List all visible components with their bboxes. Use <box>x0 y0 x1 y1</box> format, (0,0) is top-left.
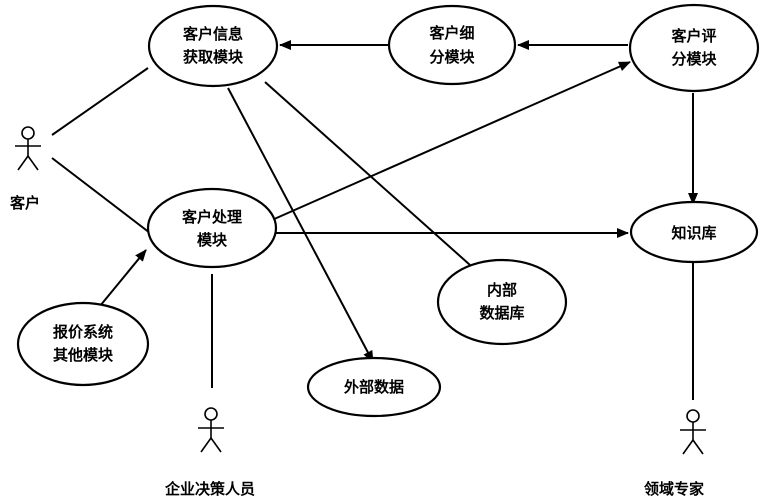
node-customer-process[interactable]: 客户处理 模块 <box>146 187 278 269</box>
node-external-data[interactable]: 外部数据 <box>306 356 442 418</box>
arrow-process-to-eval <box>271 61 631 221</box>
node-customer-info-line1: 客户信息 <box>182 25 243 43</box>
actor-customer-figure-icon <box>15 126 41 171</box>
node-quote-system-line1: 报价系统 <box>53 323 113 341</box>
node-customer-process-line2: 模块 <box>197 231 228 249</box>
line-customer-to-info <box>51 67 149 136</box>
node-customer-eval[interactable]: 客户评 分模块 <box>628 3 760 93</box>
arrow-info-to-external <box>227 87 374 363</box>
node-quote-system-line2: 其他模块 <box>53 346 114 364</box>
actor-domain-expert-figure-icon <box>680 409 706 455</box>
node-customer-process-line1: 客户处理 <box>181 208 242 226</box>
actor-domain-expert-label: 领域专家 <box>643 480 704 498</box>
connectors <box>51 40 698 400</box>
actor-domain-expert[interactable]: 领域专家 <box>643 409 706 498</box>
node-knowledge-base[interactable]: 知识库 <box>629 200 759 264</box>
actor-customer-label: 客户 <box>9 194 40 212</box>
node-customer-info[interactable]: 客户信息 获取模块 <box>147 4 279 88</box>
node-knowledge-base-label: 知识库 <box>671 224 716 242</box>
node-customer-info-line2: 获取模块 <box>183 48 244 66</box>
line-info-to-internal-db <box>264 81 471 266</box>
node-customer-segment[interactable]: 客户细 分模块 <box>387 4 517 86</box>
actor-decision-maker-figure-icon <box>198 407 224 453</box>
node-quote-system[interactable]: 报价系统 其他模块 <box>16 301 150 387</box>
node-internal-db[interactable]: 内部 数据库 <box>436 258 568 346</box>
actor-decision-maker-label: 企业决策人员 <box>164 480 255 498</box>
actor-decision-maker[interactable]: 企业决策人员 <box>164 407 255 498</box>
arrow-quote-to-process <box>99 249 147 307</box>
node-customer-eval-line2: 分模块 <box>671 50 717 68</box>
node-customer-segment-line1: 客户细 <box>428 24 474 42</box>
node-internal-db-line2: 数据库 <box>479 304 524 322</box>
node-external-data-label: 外部数据 <box>343 378 404 396</box>
node-internal-db-line1: 内部 <box>487 281 517 299</box>
node-customer-eval-line1: 客户评 <box>670 27 716 45</box>
actor-customer[interactable]: 客户 <box>9 126 41 212</box>
line-customer-to-process <box>51 157 151 234</box>
node-customer-segment-line2: 分模块 <box>429 48 475 66</box>
